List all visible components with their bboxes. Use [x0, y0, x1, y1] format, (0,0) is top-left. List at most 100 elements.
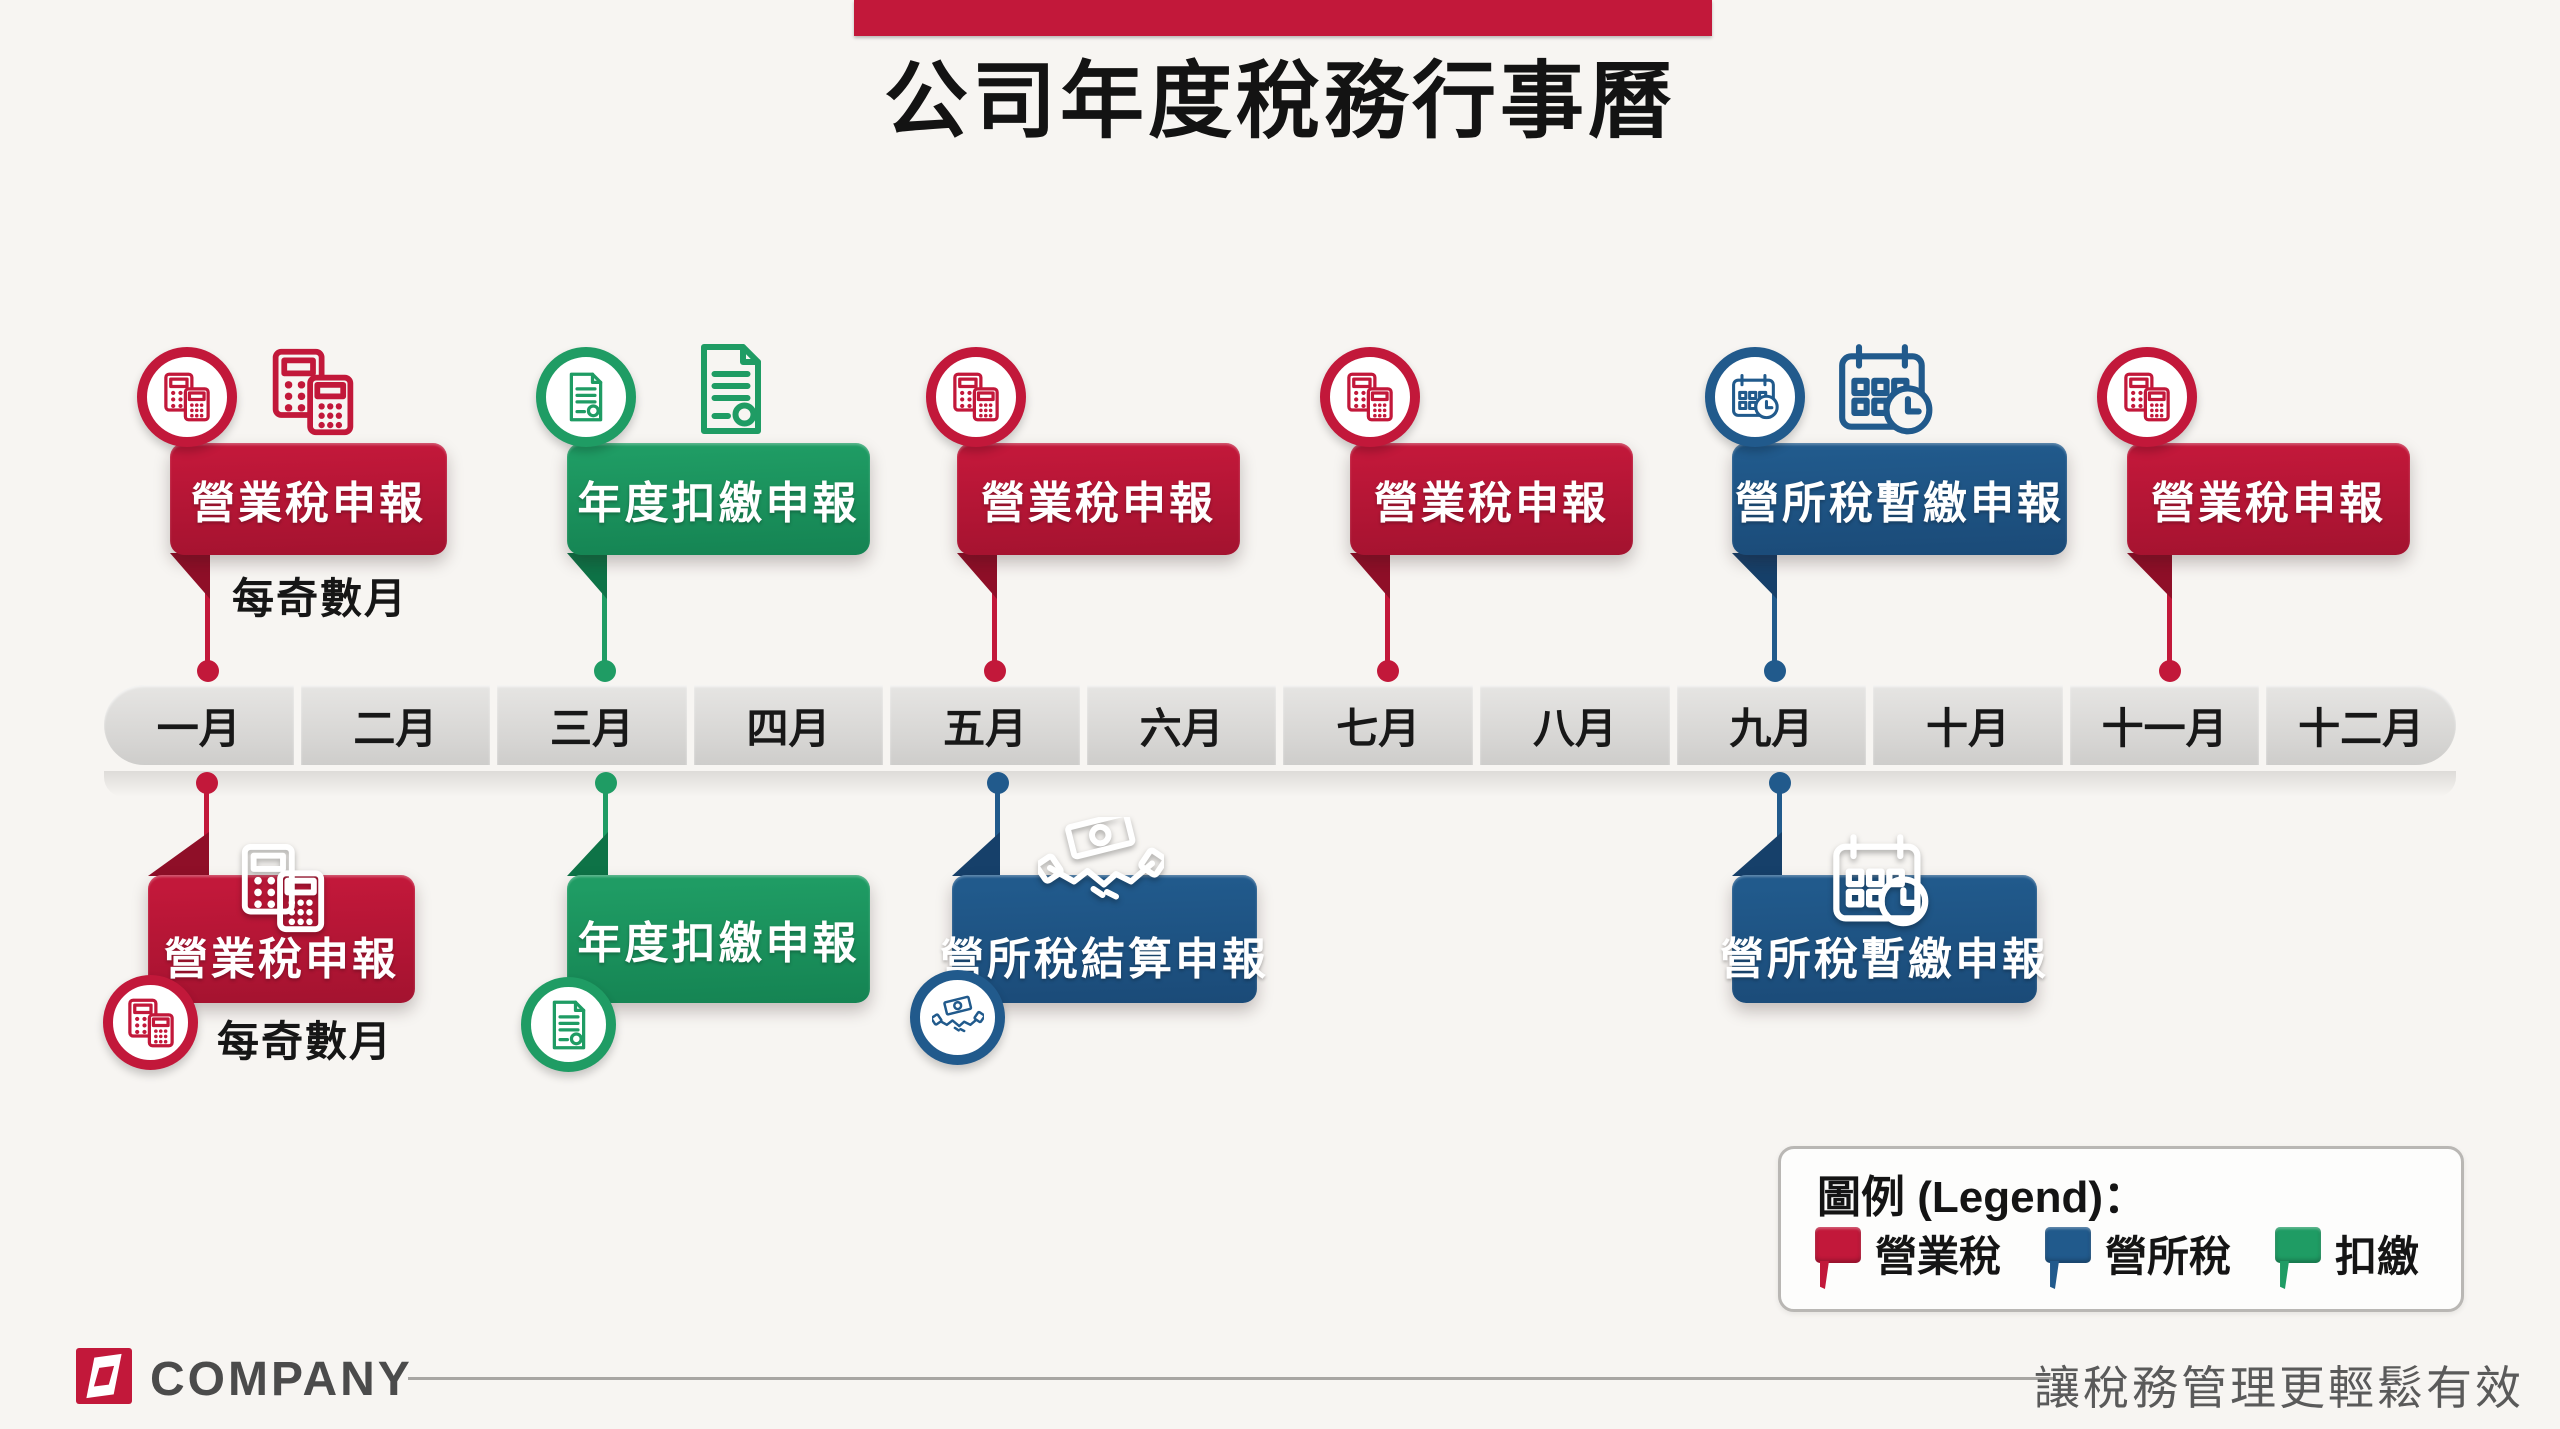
legend-items: 營業稅 營所稅 扣繳 [1815, 1227, 2419, 1284]
calculator-icon [1347, 372, 1393, 422]
timeline-dot [1763, 660, 1786, 682]
month-cell-3: 三月 [497, 685, 687, 765]
calculator-icon [236, 841, 330, 935]
marker-stem [1763, 555, 1786, 682]
month-cell-6: 六月 [1086, 685, 1277, 765]
header-accent-bar [854, 0, 1712, 36]
marker-box: 營所稅暫繳申報 [1732, 443, 2067, 555]
marker-ribbon-fold [2127, 553, 2172, 599]
month-cell-10: 十月 [1873, 685, 2063, 765]
timeline-dot [983, 660, 1006, 682]
marker-ribbon-fold [170, 553, 210, 599]
company-logo [76, 1348, 132, 1404]
calculator-icon [2124, 372, 2170, 422]
marker-label: 營業稅申報 [981, 479, 1216, 528]
marker-ribbon-fold [1732, 832, 1782, 876]
marker-caption: 每奇數月 [232, 575, 409, 622]
calculator-icon [953, 372, 999, 422]
marker-may-top: 營業稅申報 [926, 347, 1240, 682]
month-cell-4: 四月 [693, 685, 884, 765]
marker-stem [195, 772, 218, 875]
month-cell-1: 一月 [104, 685, 294, 765]
marker-label: 營所稅結算申報 [940, 935, 1269, 984]
calculator-badge [2097, 347, 2197, 447]
calculator-icon [267, 346, 359, 438]
footer-divider [408, 1377, 2056, 1380]
marker-ribbon-fold [952, 832, 1000, 876]
legend-item-business-tax: 營業稅 [1815, 1227, 2001, 1284]
marker-ribbon-fold [1732, 553, 1777, 599]
marker-jan-bottom: 營業稅申報 每奇數月 [103, 772, 415, 1070]
handshake-badge [910, 970, 1005, 1065]
marker-mar-bottom: 年度扣繳申報 [521, 772, 870, 1072]
timeline-shadow [104, 771, 2456, 797]
marker-may-bottom: 營所稅結算申報 [910, 772, 1266, 1065]
marker-box: 營業稅申報 [2127, 443, 2410, 555]
marker-stem [1768, 772, 1791, 875]
legend-label: 營業稅 [1875, 1233, 2002, 1280]
calendar-clock-icon [1833, 341, 1937, 439]
marker-label: 營業稅申報 [191, 479, 426, 528]
marker-caption: 每奇數月 [217, 1018, 394, 1065]
marker-stem [593, 555, 616, 682]
marker-label: 營所稅暫繳申報 [1720, 935, 2049, 984]
footer-tagline: 讓稅務管理更輕鬆有效 [2034, 1362, 2524, 1414]
marker-label: 營業稅申報 [1374, 479, 1609, 528]
month-cell-5: 五月 [890, 685, 1080, 765]
timeline-dot [196, 660, 219, 682]
marker-sep-top: 營所稅暫繳申報 [1705, 443, 2067, 682]
marker-stem [594, 772, 617, 875]
marker-ribbon-fold [567, 832, 608, 876]
marker-ribbon-fold [957, 553, 997, 599]
marker-stem [983, 555, 1006, 682]
handshake-money-icon [931, 994, 984, 1032]
timeline-dot [195, 772, 218, 794]
calendar-clock-icon [1827, 831, 1933, 931]
marker-box: 營業稅申報 [148, 875, 415, 1003]
calendar-clock-icon [1732, 374, 1779, 420]
document-badge [536, 347, 636, 447]
marker-box: 營業稅申報 [170, 443, 447, 555]
flag-icon [2275, 1227, 2322, 1263]
marker-mar-top: 年度扣繳申報 [536, 443, 870, 682]
marker-box: 營業稅申報 [957, 443, 1240, 555]
marker-sep-bottom: 營所稅暫繳申報 [1720, 772, 2046, 1003]
timeline-dot [1768, 772, 1791, 794]
month-cell-11: 十一月 [2069, 685, 2260, 765]
marker-label: 營所稅暫繳申報 [1735, 479, 2064, 528]
document-badge [521, 977, 616, 1072]
flag-icon [1815, 1227, 1861, 1263]
timeline-dot [2158, 660, 2181, 682]
marker-label: 年度扣繳申報 [577, 919, 860, 968]
calculator-badge [926, 347, 1026, 447]
marker-stem [1376, 555, 1399, 682]
marker-ribbon-fold [148, 832, 209, 876]
timeline-dot [593, 660, 616, 682]
flag-icon [2045, 1227, 2092, 1263]
calculator-icon [127, 998, 174, 1047]
timeline: 一月 二月 三月 四月 五月 六月 七月 八月 九月 十月 十一月 十二月 [104, 685, 2456, 765]
marker-jul-top: 營業稅申報 [1320, 347, 1633, 682]
calculator-badge [1320, 347, 1420, 447]
marker-stem [986, 772, 1009, 875]
legend-item-withholding: 扣繳 [2275, 1227, 2419, 1284]
calculator-icon [164, 372, 210, 422]
legend-label: 營所稅 [2105, 1233, 2232, 1280]
marker-label: 營業稅申報 [2151, 479, 2386, 528]
legend-title: 圖例 (Legend)： [1817, 1173, 2147, 1222]
month-cell-8: 八月 [1480, 685, 1670, 765]
legend-item-income-tax: 營所稅 [2045, 1227, 2231, 1284]
month-cell-9: 九月 [1676, 685, 1867, 765]
marker-ribbon-fold [1350, 553, 1390, 599]
company-name: COMPANY [150, 1353, 413, 1406]
calendar-badge [1705, 347, 1805, 447]
handshake-money-icon [1038, 817, 1164, 913]
marker-ribbon-fold [567, 553, 607, 599]
document-icon [569, 372, 603, 422]
marker-nov-top: 營業稅申報 [2097, 347, 2410, 682]
document-icon [552, 1000, 585, 1049]
logo-core [93, 1365, 115, 1387]
month-cell-12: 十二月 [2266, 685, 2456, 765]
calculator-badge [137, 347, 237, 447]
